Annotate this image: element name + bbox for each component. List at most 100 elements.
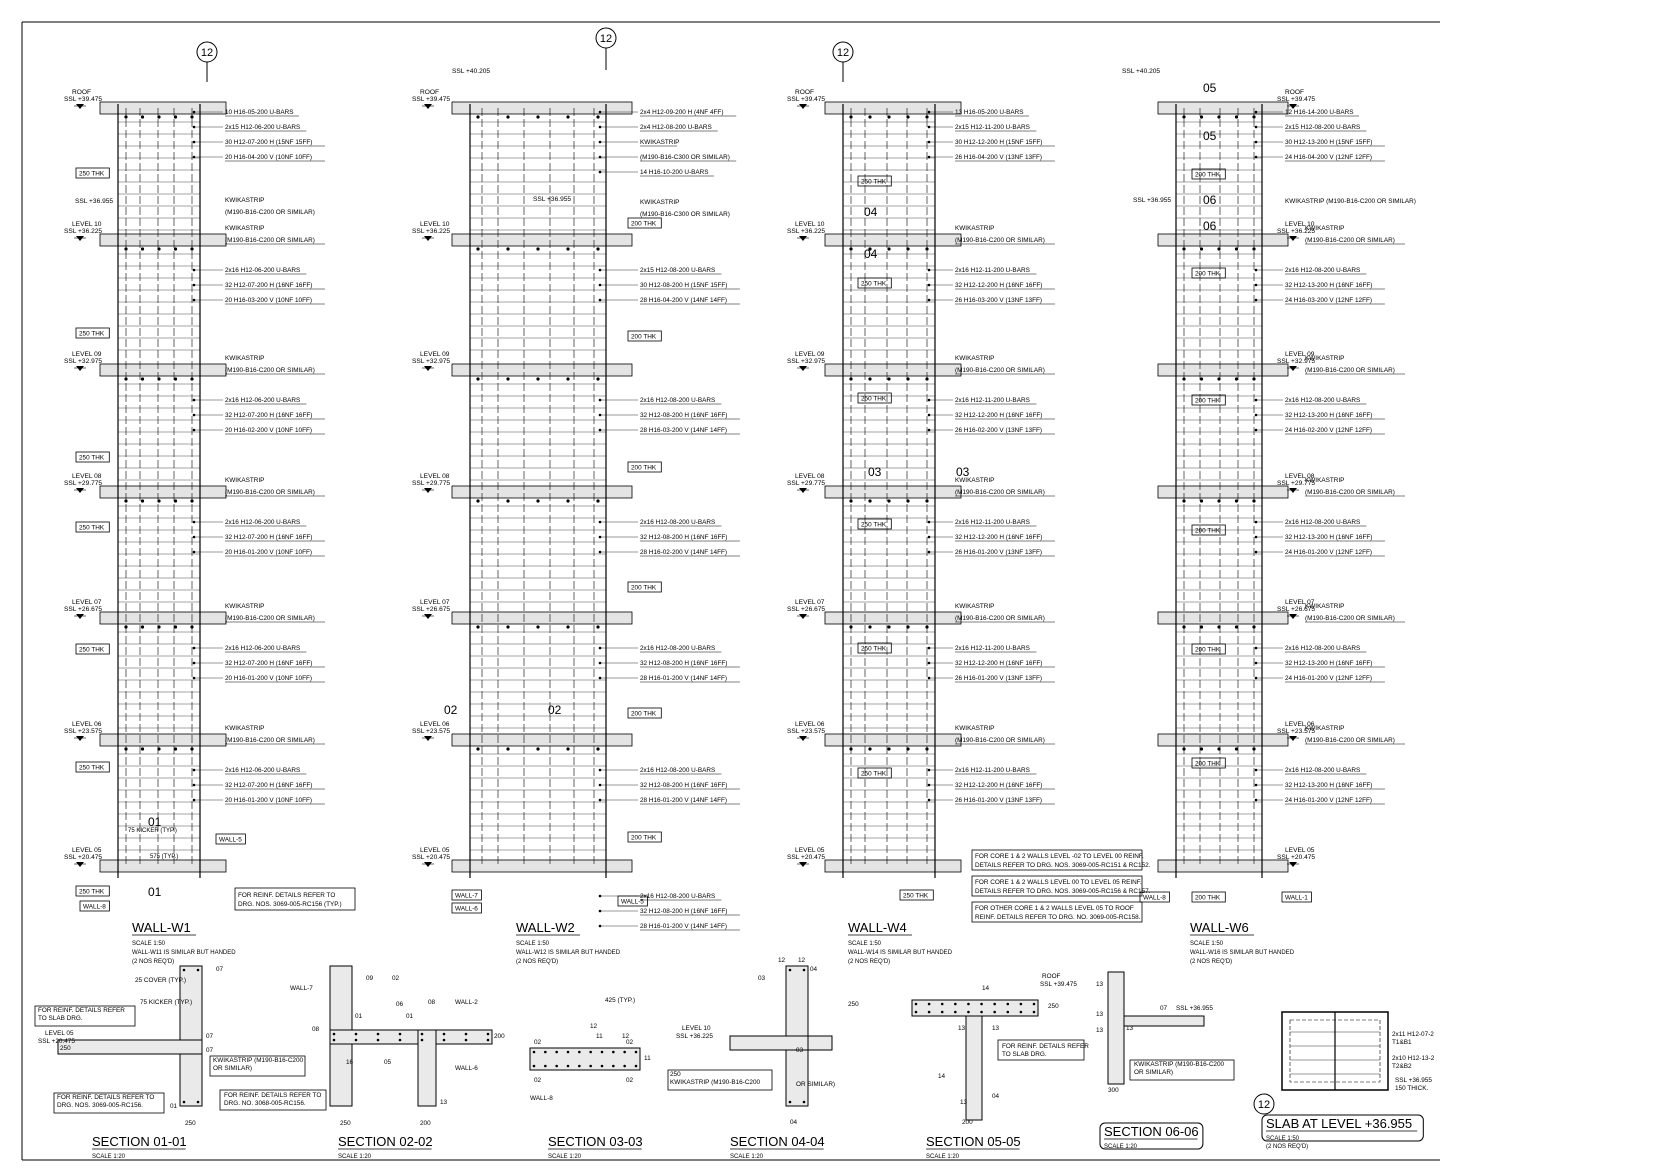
wall-ref-text: WALL-5 <box>219 837 242 844</box>
thk-tag-w6 <box>1191 394 1226 406</box>
rebar-note: 24 H16-01-200 V (12NF 12FF) <box>1285 797 1372 804</box>
s01-label: OR SIMILAR) <box>213 1065 252 1072</box>
rebar <box>566 1050 570 1054</box>
rebar-note: 26 H16-02-200 V (13NF 13FF) <box>955 427 1042 434</box>
rebar <box>555 1064 558 1068</box>
rebar-note: 2x16 H12-11-200 U-BARS <box>955 519 1030 526</box>
leader-dot <box>192 676 196 680</box>
level-ssl-w3-6: SSL +20.475 <box>787 854 825 861</box>
level-ssl-w2-5: SSL +23.575 <box>412 728 450 735</box>
level-name-w4-1: LEVEL 10 <box>1285 221 1315 228</box>
wall-section <box>529 1047 641 1071</box>
s01-label: LEVEL 05 <box>45 1030 74 1037</box>
note-frame <box>997 1039 1085 1061</box>
rebar-dot <box>887 625 891 629</box>
rebar-note: 2x16 H12-11-200 U-BARS <box>955 767 1030 774</box>
rebar <box>802 1100 806 1104</box>
kwikastrip-note: (M190-B16-C200 OR SIMILAR) <box>955 367 1045 374</box>
wall-ref <box>79 900 110 912</box>
rebar <box>442 1038 446 1042</box>
leader-dot <box>927 783 931 787</box>
section-title-2: SECTION 03-03 <box>548 1134 643 1149</box>
wall-ref-text: WALL-5 <box>621 899 644 906</box>
leader-dot <box>1254 783 1258 787</box>
rebar-dot <box>596 625 600 629</box>
wall-note: (2 NOS REQ'D) <box>132 959 174 965</box>
rebar-note: 2x16 H12-08-200 U-BARS <box>640 519 715 526</box>
leader-dot <box>598 268 602 272</box>
s06-label: 13 <box>1096 981 1104 988</box>
wall-ref-text: WALL-1 <box>1285 895 1308 902</box>
level-marker-w2-4 <box>424 614 432 619</box>
level-name-w1-0: ROOF <box>72 89 91 96</box>
rebar-note: 2x16 H12-11-200 U-BARS <box>955 267 1030 274</box>
note-box-text: DRG. NOS. 3069-005-RC156 (TYP.) <box>238 901 342 908</box>
rebar-dot <box>476 625 480 629</box>
level-marker-w4-0 <box>1289 104 1297 109</box>
s03-label: 11 <box>644 1055 651 1062</box>
s04-label: 250 <box>848 1001 859 1008</box>
rebar-note: 2x16 H12-11-200 U-BARS <box>955 645 1030 652</box>
leader-dot <box>192 798 196 802</box>
rebar-dot <box>596 747 600 751</box>
rebar-dot <box>925 247 929 251</box>
rebar <box>1006 1010 1010 1014</box>
wall-title: WALL-W6 <box>1190 920 1249 935</box>
rebar-dot <box>887 377 891 381</box>
rebar-dot <box>140 499 145 503</box>
leader-dot <box>192 283 196 287</box>
level-name-w3-0: ROOF <box>795 89 814 96</box>
section-title-4: SECTION 05-05 <box>926 1134 1021 1149</box>
level-marker-w1-0 <box>76 104 84 109</box>
rebar-dot <box>536 499 540 503</box>
thk-tag-w2 <box>627 707 662 719</box>
rebar-dot <box>906 747 910 751</box>
kwikastrip-note: KWIKASTRIP <box>225 477 264 484</box>
rebar-note: 32 H12-12-200 H (16NF 16FF) <box>955 534 1042 541</box>
level-name-w3-6: LEVEL 05 <box>795 847 825 854</box>
rebar-dot <box>1217 625 1221 629</box>
rebar-note: 2x4 H12-08-200 U-BARS <box>640 124 712 131</box>
wall-note: (2 NOS REQ'D) <box>848 959 890 965</box>
wall-section <box>965 1015 983 1121</box>
leader-dot <box>192 110 196 114</box>
s02-label: 02 <box>392 975 400 982</box>
rebar-dot <box>173 747 178 751</box>
leader-dot <box>1254 646 1258 650</box>
slab-band <box>451 859 633 873</box>
rebar-dot <box>536 377 540 381</box>
rebar-dot <box>140 247 145 251</box>
note-box-text: REINF. DETAILS REFER TO DRG. NO. 3069-00… <box>975 914 1141 921</box>
kwikastrip-note: KWIKASTRIP <box>955 225 994 232</box>
thk-tag-w4 <box>899 889 934 901</box>
wall-section <box>329 1029 493 1045</box>
leader-dot <box>598 155 602 159</box>
level-marker-w1-5 <box>76 736 84 741</box>
level-marker-w4-4 <box>1289 614 1297 619</box>
rebar <box>914 1002 918 1006</box>
rebar <box>544 1050 547 1054</box>
kwikastrip-note: (M190-B16-C200 OR SIMILAR) <box>955 615 1045 622</box>
s04-label: 03 <box>758 975 766 982</box>
section-title-frame <box>1261 1114 1424 1142</box>
rebar-note: KWIKASTRIP <box>640 139 679 146</box>
rebar-dot <box>476 747 480 751</box>
svg-text:12: 12 <box>201 47 213 59</box>
thk-tag-w2-text: 200 THK <box>631 835 657 842</box>
rebar-note: 2x16 H12-08-200 U-BARS <box>1285 397 1360 404</box>
leader-dot <box>927 646 931 650</box>
slab-band <box>99 233 227 247</box>
leader-dot <box>598 413 602 417</box>
thk-tag-w4 <box>857 767 892 779</box>
rebar-dot <box>887 499 891 503</box>
leader-dot <box>1254 268 1258 272</box>
level-marker-w2-1 <box>424 236 432 241</box>
level-ssl-w1-0: SSL +39.475 <box>64 96 102 103</box>
section-mark: 04 <box>864 247 878 261</box>
rebar-dot <box>173 247 178 251</box>
rebar-dot <box>1234 499 1239 503</box>
leader-dot <box>192 768 196 772</box>
rebar <box>600 1064 604 1068</box>
ssl-extra: SSL +40.205 <box>1122 68 1160 75</box>
